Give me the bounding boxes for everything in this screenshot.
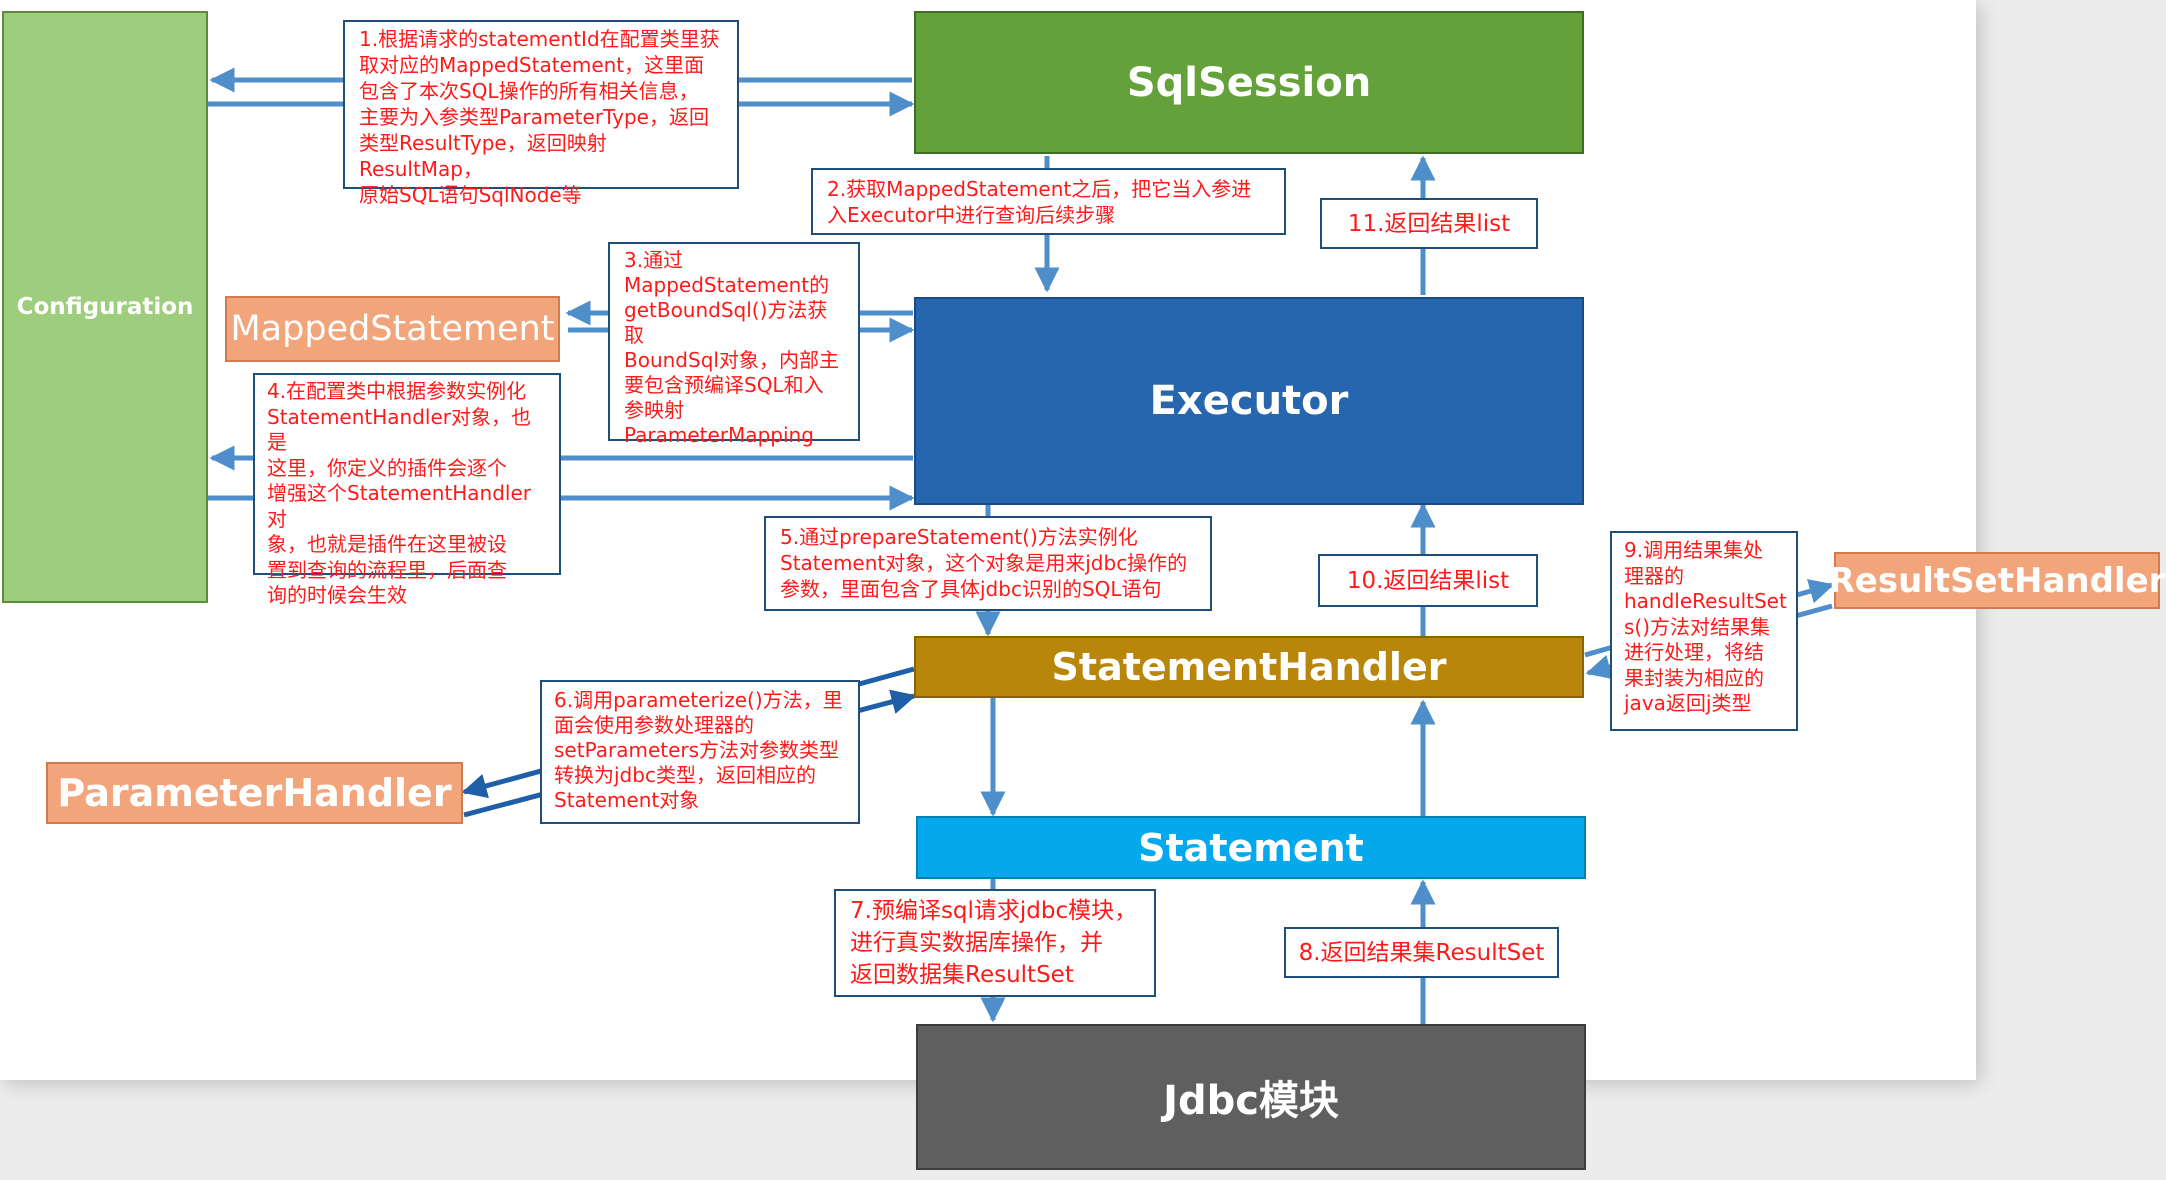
jdbc-label: Jdbc模块 bbox=[1163, 1078, 1339, 1124]
note-step6: 6.调用parameterize()方法，里 面会使用参数处理器的 setPar… bbox=[540, 680, 860, 824]
note-step8: 8.返回结果集ResultSet bbox=[1284, 927, 1559, 978]
executor-box: Executor bbox=[914, 297, 1584, 505]
parameterhandler-box: ParameterHandler bbox=[46, 762, 463, 824]
note-step1: 1.根据请求的statementId在配置类里获 取对应的MappedState… bbox=[343, 20, 739, 207]
jdbc-box: Jdbc模块 bbox=[916, 1024, 1586, 1170]
statement-label: Statement bbox=[1138, 825, 1364, 870]
note-step4: 4.在配置类中根据参数实例化 StatementHandler对象，也是 这里，… bbox=[253, 373, 561, 607]
resultsethandler-box: ResultSetHandler bbox=[1829, 552, 2165, 609]
configuration-label: Configuration bbox=[16, 294, 194, 320]
sqlsession-label: SqlSession bbox=[1126, 59, 1372, 106]
note-step9: 9.调用结果集处 理器的 handleResultSet s()方法对结果集 进… bbox=[1610, 531, 1798, 731]
note-step2: 2.获取MappedStatement之后，把它当入参进 入Executor中进… bbox=[811, 168, 1286, 235]
configuration-box: Configuration bbox=[2, 11, 208, 603]
statementhandler-box: StatementHandler bbox=[914, 636, 1584, 698]
statementhandler-label: StatementHandler bbox=[1051, 645, 1447, 689]
mappedstatement-box: MappedStatement bbox=[225, 296, 560, 362]
note-step5: 5.通过prepareStatement()方法实例化 Statement对象，… bbox=[764, 516, 1212, 611]
note-step7: 7.预编译sql请求jdbc模块， 进行真实数据库操作，并 返回数据集Resul… bbox=[834, 889, 1156, 997]
statement-box: Statement bbox=[916, 816, 1586, 879]
note-step11: 11.返回结果list bbox=[1320, 198, 1538, 249]
note-step10: 10.返回结果list bbox=[1318, 554, 1538, 607]
resultsethandler-label: ResultSetHandler bbox=[1828, 560, 2166, 601]
parameterhandler-label: ParameterHandler bbox=[57, 771, 452, 815]
note-step3: 3.通过 MappedStatement的 getBoundSql()方法获取 … bbox=[608, 242, 860, 447]
sqlsession-box: SqlSession bbox=[914, 11, 1584, 154]
mappedstatement-label: MappedStatement bbox=[230, 309, 555, 349]
executor-label: Executor bbox=[1149, 378, 1349, 424]
